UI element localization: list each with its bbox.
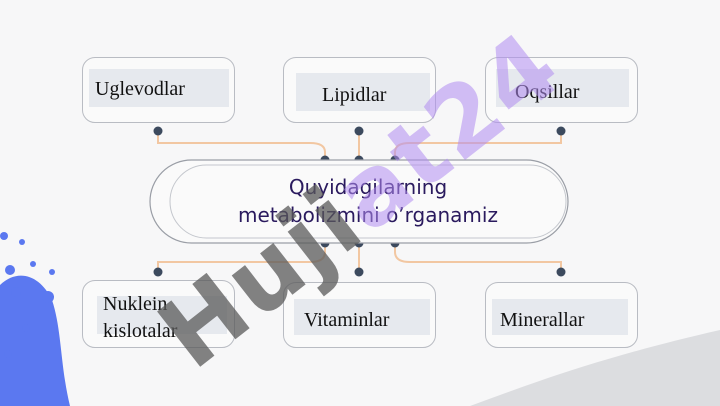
connector-minerallar bbox=[394, 243, 562, 272]
node-label-nuklein-line1: Nuklein bbox=[103, 293, 168, 315]
node-label-oqsillar: Oqsillar bbox=[515, 81, 580, 103]
node-label-lipidlar: Lipidlar bbox=[322, 84, 387, 106]
connector-dot bbox=[556, 126, 566, 136]
central-pill-outer bbox=[149, 159, 569, 244]
central-title-line2: metabolizmini o’rganamiz bbox=[238, 203, 498, 227]
node-label-bg bbox=[294, 299, 430, 335]
central-pill-inner bbox=[169, 164, 567, 239]
node-nuklein-kislotalar: Nuklein kislotalar bbox=[82, 280, 235, 348]
node-label-nuklein-line2: kislotalar bbox=[103, 320, 178, 342]
node-lipidlar: Lipidlar bbox=[283, 57, 436, 123]
node-label-minerallar: Minerallar bbox=[500, 309, 585, 331]
node-label-bg bbox=[492, 299, 628, 335]
node-oqsillar: Oqsillar bbox=[485, 57, 638, 123]
node-uglevodlar: Uglevodlar bbox=[82, 57, 235, 123]
node-label-bg bbox=[496, 69, 629, 107]
node-vitaminlar: Vitaminlar bbox=[283, 282, 436, 348]
central-title-line1: Quyidagilarning bbox=[288, 175, 448, 199]
node-minerallar: Minerallar bbox=[485, 282, 638, 348]
node-label-uglevodlar: Uglevodlar bbox=[95, 78, 185, 100]
node-label-bg bbox=[97, 296, 227, 334]
connector-dot bbox=[354, 126, 364, 136]
connector-uglevodlar bbox=[157, 131, 326, 160]
blue-dots bbox=[0, 232, 57, 358]
gray-swoosh-shape bbox=[470, 330, 720, 406]
node-label-bg bbox=[296, 73, 430, 111]
connector-dot bbox=[153, 126, 163, 136]
connector-oqsillar bbox=[394, 131, 562, 160]
central-title: Quyidagilarning metabolizmini o’rganamiz bbox=[170, 173, 566, 229]
node-label-bg bbox=[89, 69, 229, 107]
connector-dot bbox=[153, 267, 163, 277]
connector-dot bbox=[556, 267, 566, 277]
node-label-vitaminlar: Vitaminlar bbox=[304, 309, 390, 331]
blue-blob-shape bbox=[0, 275, 70, 406]
connector-nuklein bbox=[157, 243, 326, 272]
connector-dot bbox=[354, 267, 364, 277]
